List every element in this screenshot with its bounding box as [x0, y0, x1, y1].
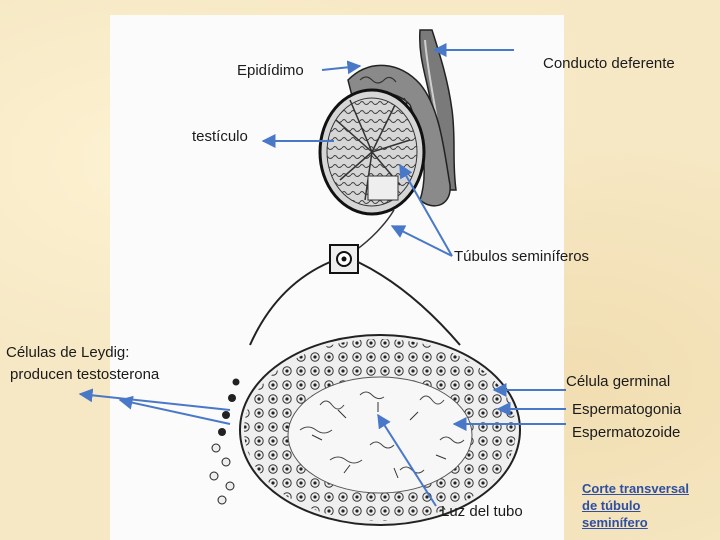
label-leydig-line2: producen testosterona	[10, 366, 160, 383]
zoom-connector	[249, 209, 461, 346]
tubule-cross-section	[239, 334, 521, 526]
leydig-cells	[209, 378, 240, 505]
label-conducto-deferente: Conducto deferente	[543, 55, 675, 72]
label-arrows	[78, 43, 566, 507]
caption-line3: seminífero	[582, 515, 648, 530]
label-tubulos-seminiferos: Túbulos seminíferos	[454, 248, 590, 265]
label-espermatogonia: Espermatogonia	[572, 401, 682, 418]
caption-line2: de túbulo	[582, 498, 641, 513]
label-epididimo: Epidídimo	[237, 62, 304, 79]
caption-line1: Corte transversal	[582, 481, 689, 496]
label-luz-del-tubo: Luz del tubo	[441, 503, 523, 520]
label-leydig-line1: Células de Leydig:	[6, 344, 130, 361]
testis	[318, 88, 426, 216]
figure-caption: Corte transversal de túbulo seminífero	[582, 480, 712, 531]
label-celula-germinal: Célula germinal	[566, 373, 671, 390]
label-testiculo: testículo	[192, 128, 248, 145]
label-espermatozoide: Espermatozoide	[572, 424, 681, 441]
